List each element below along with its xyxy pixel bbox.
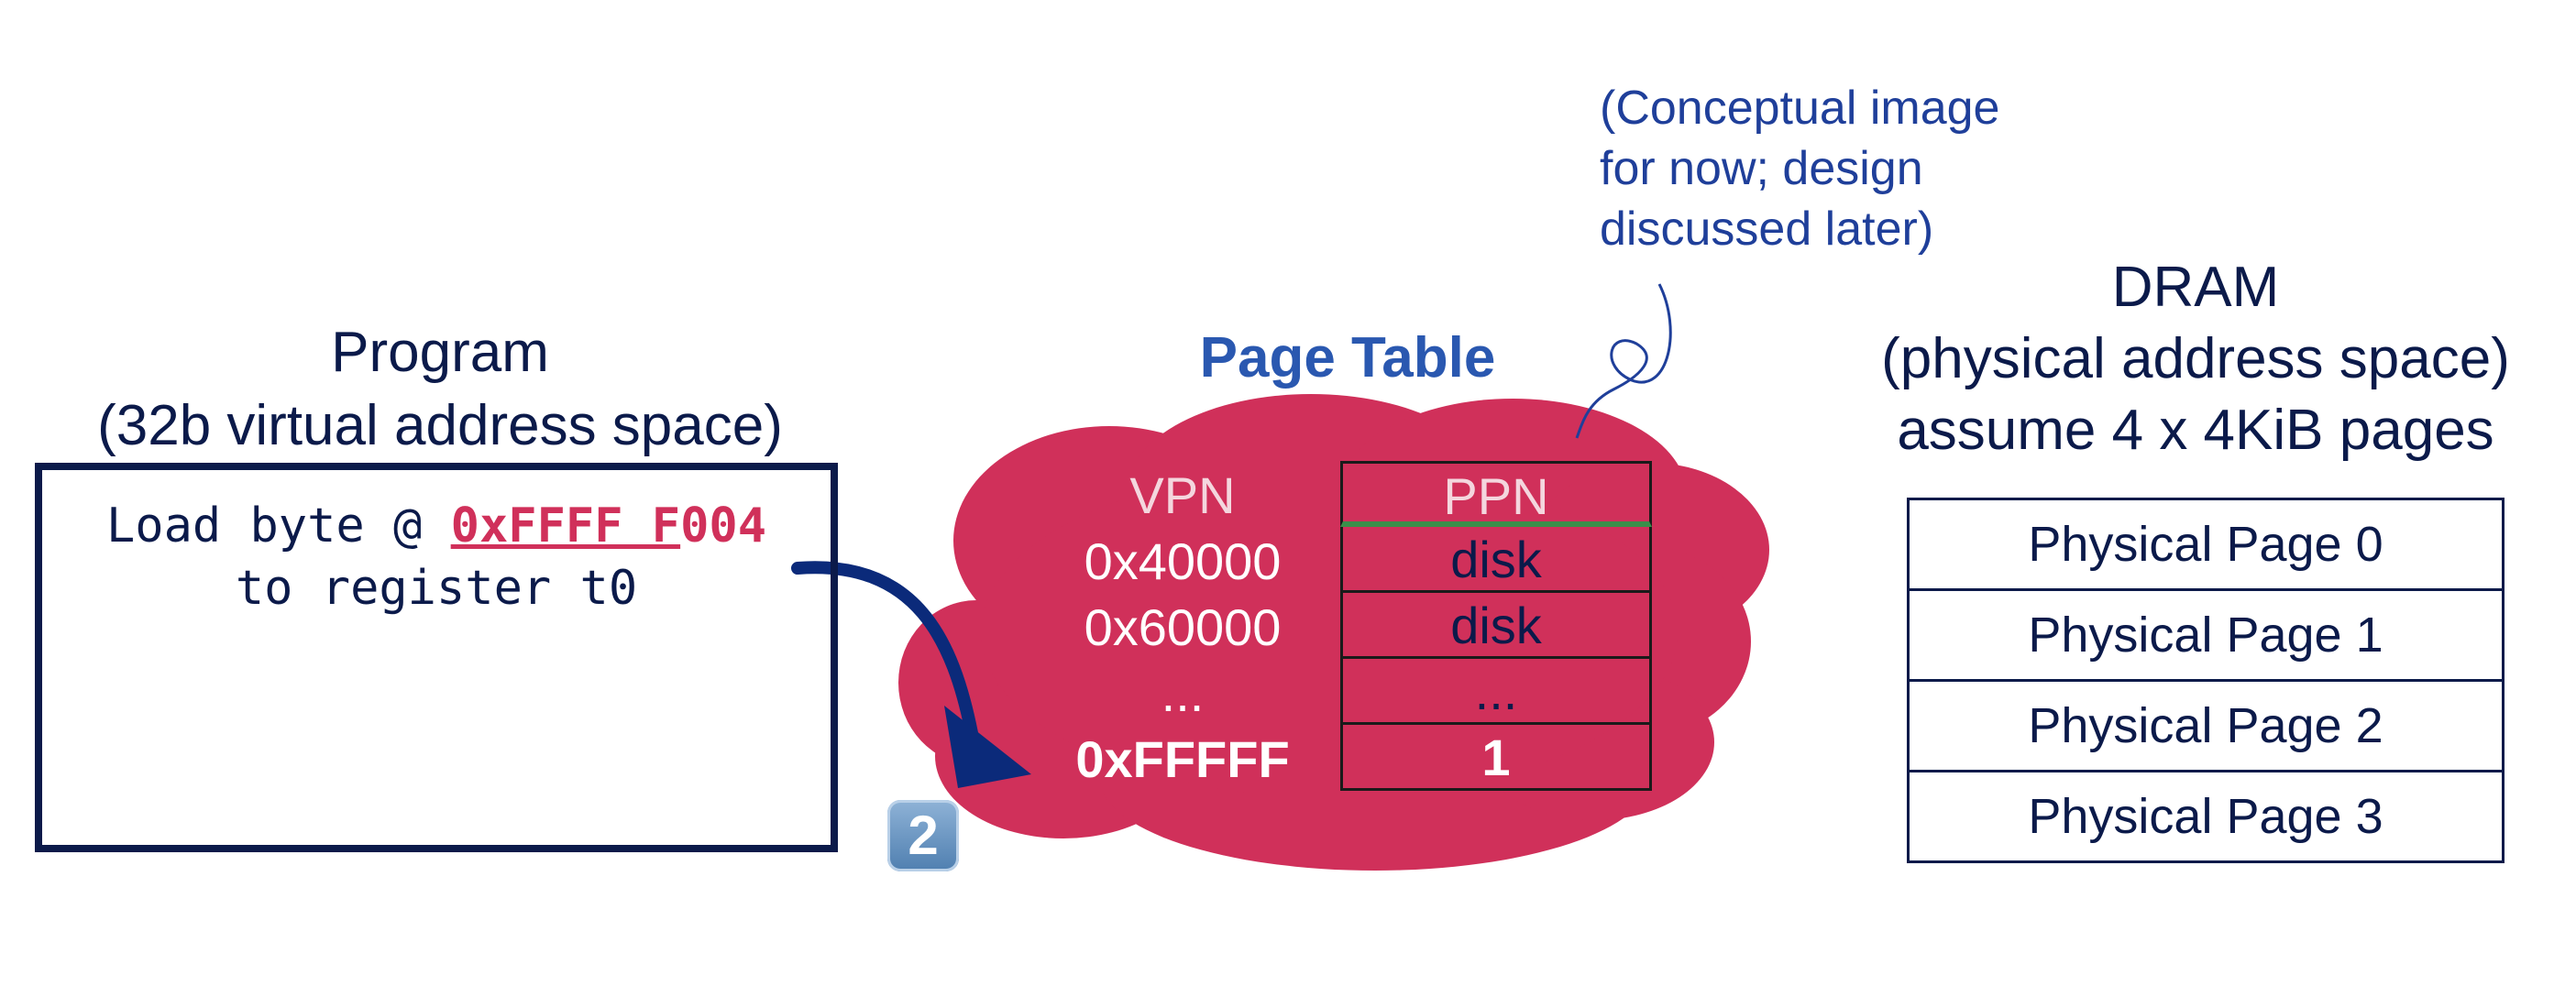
ppn-cell: disk (1340, 527, 1652, 593)
vpn-cell: 0x40000 (1084, 532, 1282, 590)
physical-page-row: Physical Page 0 (2028, 517, 2383, 572)
program-title-line2: (32b virtual address space) (97, 394, 783, 457)
step-badge: 2 (887, 800, 959, 871)
program-title: Program (32b virtual address space) (28, 316, 853, 463)
code-prefix: Load byte @ (105, 498, 451, 553)
ppn-cell: disk (1340, 593, 1652, 659)
vpn-cell: ... (1161, 664, 1205, 722)
vpn-column: VPN 0x40000 0x60000 ... 0xFFFFF (1045, 463, 1320, 793)
ppn-cell: ... (1340, 659, 1652, 725)
physical-page-row: Physical Page 2 (1910, 679, 2502, 770)
physical-page-row: Physical Page 3 (1910, 770, 2502, 860)
program-code: Load byte @ 0xFFFF F004 to register t0 (35, 495, 838, 619)
dram-title-line3: assume 4 x 4KiB pages (1897, 399, 2494, 462)
physical-page-row: Physical Page 1 (1910, 588, 2502, 679)
conceptual-note: (Conceptual image for now; design discus… (1600, 78, 2113, 259)
dram-title-line1: DRAM (2111, 256, 2280, 319)
vpn-header: VPN (1129, 466, 1236, 524)
ppn-column: PPN disk disk ... 1 (1340, 461, 1652, 791)
vpn-cell-highlighted: 0xFFFFF (1075, 730, 1290, 788)
dram-title-line2: (physical address space) (1881, 327, 2510, 390)
code-address-offset: 004 (680, 498, 767, 553)
program-box (35, 463, 838, 852)
note-curl-pointer (1575, 283, 1672, 439)
code-address-underlined: 0xFFFF F (450, 498, 681, 553)
ppn-cell-highlighted: 1 (1340, 725, 1652, 791)
code-line1: Load byte @ 0xFFFF F004 (35, 495, 838, 557)
note-line1: (Conceptual image (1600, 82, 2000, 135)
lookup-arrowhead (944, 706, 1031, 788)
dram-pages-table: Physical Page 0 Physical Page 1 Physical… (1907, 498, 2504, 863)
note-line2: for now; design (1600, 142, 1923, 195)
page-table-title: Page Table (1199, 326, 1496, 389)
lookup-arrow (791, 561, 978, 740)
program-title-line1: Program (331, 321, 549, 384)
note-line3: discussed later) (1600, 203, 1934, 256)
ppn-header: PPN (1340, 461, 1652, 527)
code-line2: to register t0 (235, 561, 638, 616)
dram-title: DRAM (physical address space) assume 4 x… (1815, 252, 2576, 466)
vpn-cell: 0x60000 (1084, 598, 1282, 656)
